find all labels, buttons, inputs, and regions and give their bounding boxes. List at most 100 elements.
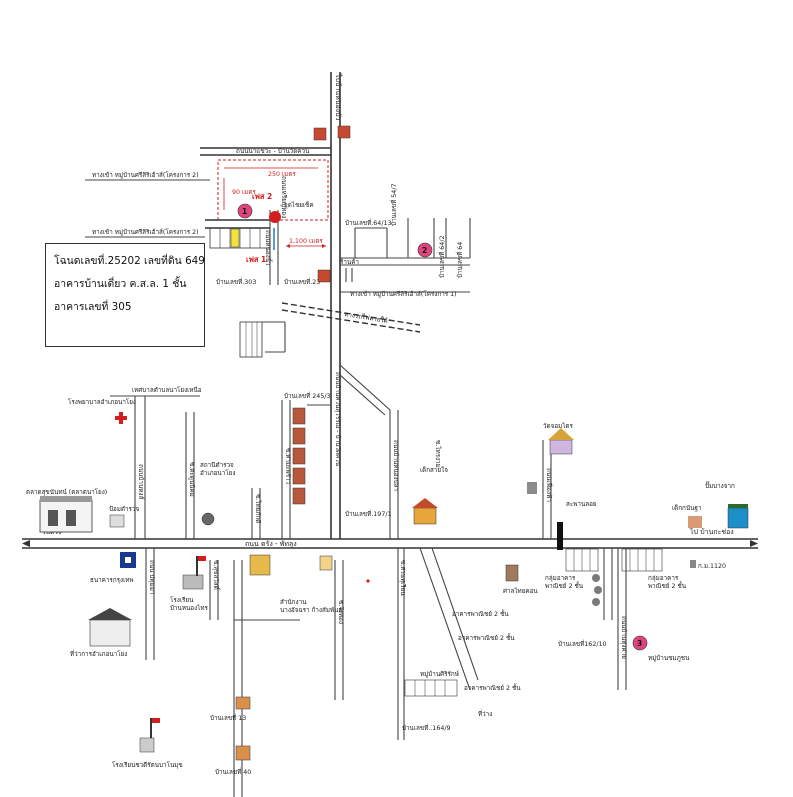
location-pin-icon [269,211,281,223]
top-road [200,147,331,156]
kindergarten-icon [412,498,438,525]
label-lane-o: ถนนหนองหลุม [342,120,349,160]
marker-1-label: 1 [242,207,247,216]
label-km: ก.ม.1120 [698,563,726,570]
gas-station-icon [727,504,749,529]
label-lane-f: ซ.ท่ามะพร้าว [284,448,292,485]
label-temple: วัดจอมไตร [543,422,574,430]
label-h303: บ้านเลขที่.303 [216,277,256,286]
info-title-deed: โฉนดเลขที่.25202 เลขที่ดิน 649 [54,255,205,267]
label-h13: บ้านเลขที่ 13 [210,713,246,722]
label-police-station: สถานีตำรวจอำเภอนาโยง [200,461,235,477]
marker-2-label: 2 [422,246,427,255]
building-block [239,321,263,358]
property-info-box: โฉนดเลขที่.25202 เลขที่ดิน 649 อาคารบ้าน… [45,243,205,347]
label-municipality: เทศบาลตำบลนาโยงเหนือ [132,386,202,394]
village-lanes [340,218,471,282]
km-post-icon [690,560,696,568]
hospital-icon [115,412,127,424]
label-lane-h: ถนนเฟื่องฟ้า [545,468,554,502]
red-dot [366,579,370,583]
label-lane-l: ซ.สวนทุเรียน [399,560,407,596]
row-houses [292,407,306,505]
distance-90: 90 เมตร [232,189,256,196]
label-police-booth: ป้อมตำรวจ [109,505,139,513]
label-main-road: ถนน ตรัง - พัทลุง [245,540,297,548]
label-gas-station: ปั๊มบางจาก [705,481,735,490]
label-lane-k: ซ.วังทอง [337,600,344,624]
label-phase2: เฟส 2 [252,192,272,201]
trees [592,574,602,606]
label-lane-i: ถนน ปทุมมา [148,560,155,594]
label-bank: ธนาคารกรุงเทพ [90,577,134,584]
label-h23: บ้านเลขที่.23 [284,277,320,286]
label-vertical-mid: ถนนบ้านควนสุวรรณ - บ้านวัดควน [334,372,342,467]
marker-1-icon [237,203,253,219]
label-lane-j: ซ.สุขสวัสดิ์ [212,560,221,591]
label-h164: บ้านเลขที่..164/9 [402,723,450,732]
label-h64-13: บ้านเลขที่.64/13 [345,218,391,227]
label-district: ที่ว่าการอำเภอนาโยง [70,649,127,658]
label-village: หมู่บ้านศิริรักษ์ [420,670,459,678]
label-market: ตลาดสุขนันทน์ (ตลาดนาโยง) [26,488,107,496]
bank-icon [120,552,136,568]
house-icon-13 [235,696,251,710]
label-office: สำนักงานนางอัจฉรา ก้างสัมพันธ์ [280,599,342,614]
label-checkpoint: จุดไชยเช็ค [284,200,314,209]
main-road [22,538,758,549]
police-icon [201,512,215,526]
label-comm1: อาคารพาณิชย์ 2 ชั้น [452,609,509,618]
label-lane-c: ถนนบ้านหงส์ [137,464,145,499]
temple-icon [548,428,574,455]
label-lane-g: ถนนบ้านหนองปลา [392,440,400,491]
shop-rows [404,679,458,697]
district-office-icon [88,608,132,647]
label-phase1: เฟส 1 [246,255,266,264]
label-school: โรงเรียนบ้านหนองไทร [170,596,208,612]
kindergarten2-icon [688,516,702,528]
label-shops2b: กลุ่มอาคารพาณิชย์ 2 ชั้น [648,575,687,590]
label-kindergarten2: เด็กกนันฐา [672,503,702,512]
marker-3-icon [632,635,648,651]
label-lane-a: ถนนเหรียญทอง [280,176,288,218]
shrine-icon [249,554,271,576]
label-north-road: ไปบ้านหนองบัว [334,73,343,121]
subject-lot [230,228,240,248]
label-pond: สะพานลอย [566,501,597,508]
info-building-type: อาคารบ้านเดี่ยว ค.ส.ล. 1 ชั้น [54,278,187,290]
house-icon-40 [235,745,251,761]
label-shop: ร้านค้า [340,258,359,266]
marker-3-label: 3 [637,639,642,648]
label-railway: ทางรถไฟสายใต้ [344,310,389,325]
commercial-block-b [621,548,663,572]
label-lane-b: ถนนหนองนิ้ว [264,230,273,266]
marker-2-icon [417,242,433,258]
label-lane-d: ซ.ตะดูนนิคม [188,462,196,497]
label-school2: โรงเรียนชวดีรัตนบาโนมุข [112,761,183,769]
bridge-icon [557,522,563,550]
building-icon [527,482,537,494]
market-building [39,496,93,533]
label-to-ban-kachong: ไป บ้านกะช่อง [689,527,734,536]
label-comm3: อาคารพาณิชย์ 2 ชั้น [464,683,521,692]
label-lane-m: ซ.ไทรงาม [434,440,442,468]
label-h197: บ้านเลขที่.197/1 [345,509,391,518]
railway [281,302,421,333]
distance-1100: 1,100 เมตร [289,238,323,245]
ref-lane-1-label: ทางเข้า หมู่บ้านศรีสิริเฮ้าส์(โครงการ 2) [92,171,199,179]
north-road [330,72,341,539]
label-lane-e: ซ.ไทยภักดี [254,494,262,523]
label-h245: บ้านเลขที่ 245/3 [284,391,330,400]
house-icon [319,555,333,571]
label-village2: หมู่บ้านชมภูชน [648,654,690,662]
label-h40: บ้านเลขที่ 40 [215,767,251,776]
commercial-block-a [565,548,599,572]
lane-label-3: บ้านเลขที่ 64 [455,242,464,278]
house-icon [313,125,351,283]
lane-label-2: บ้านเลขที่ 64/2 [437,236,446,278]
label-hospital: โรงพยาบาลอำเภอนาโยง [68,398,136,406]
ref-lane-2-label: ทางเข้า หมู่บ้านศรีสิริเฮ้าส์(โครงการ 2) [92,228,199,236]
police-booth-icon [109,514,125,528]
info-building-number: อาคารเลขที่ 305 [54,301,132,313]
